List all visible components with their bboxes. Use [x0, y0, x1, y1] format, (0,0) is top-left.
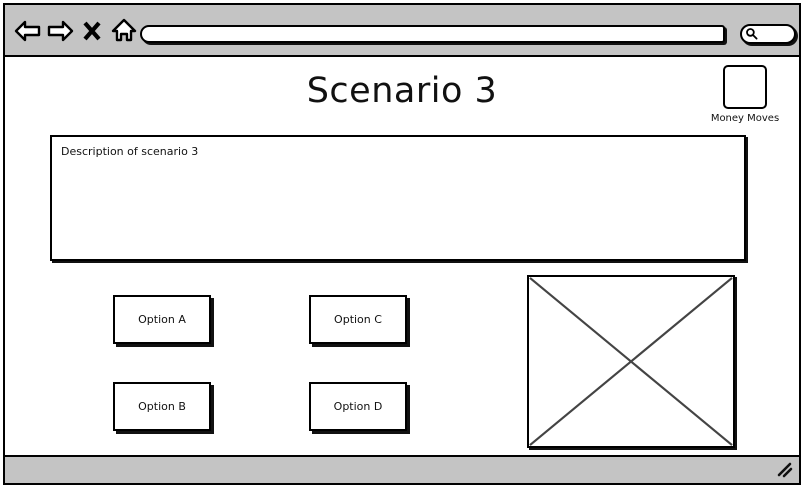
option-c-label: Option C [334, 313, 382, 326]
page-title: Scenario 3 [306, 71, 498, 111]
logo-caption: Money Moves [710, 113, 780, 124]
browser-toolbar [5, 5, 799, 57]
page-content: Scenario 3 Money Moves Description of sc… [5, 57, 799, 455]
back-icon[interactable] [13, 17, 43, 45]
url-input[interactable] [140, 25, 725, 43]
navigation-buttons [13, 17, 139, 45]
option-d-label: Option D [333, 400, 383, 413]
search-input[interactable] [740, 24, 796, 44]
description-textarea[interactable]: Description of scenario 3 [50, 135, 746, 261]
option-c-button[interactable]: Option C [309, 295, 407, 344]
forward-icon[interactable] [45, 17, 75, 45]
resize-grip-icon[interactable] [775, 461, 793, 479]
option-d-button[interactable]: Option D [309, 382, 407, 431]
option-b-label: Option B [138, 400, 186, 413]
search-icon [745, 25, 758, 44]
logo-placeholder-icon [723, 65, 767, 109]
logo-block: Money Moves [701, 65, 789, 124]
status-bar [5, 455, 799, 483]
home-icon[interactable] [109, 17, 139, 45]
option-a-label: Option A [138, 313, 186, 326]
option-a-button[interactable]: Option A [113, 295, 211, 344]
browser-window: Scenario 3 Money Moves Description of sc… [3, 3, 801, 485]
image-placeholder-icon [527, 275, 735, 448]
stop-icon[interactable] [77, 17, 107, 45]
option-b-button[interactable]: Option B [113, 382, 211, 431]
